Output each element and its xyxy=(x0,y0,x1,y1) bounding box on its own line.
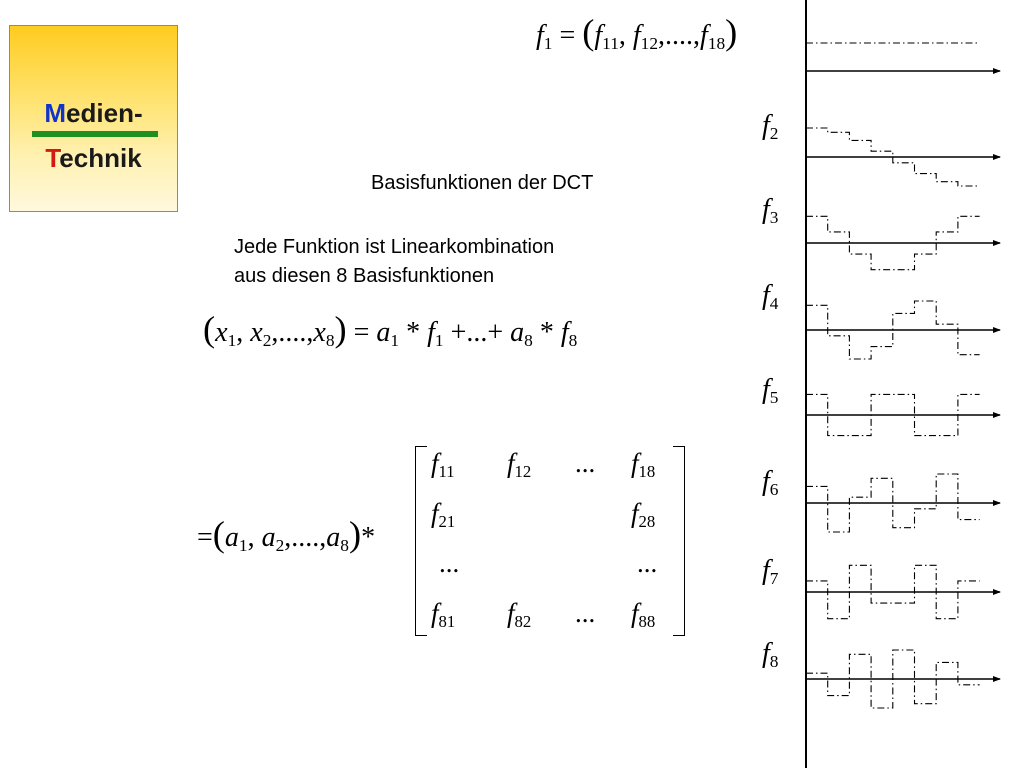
basis-label-f6: f6 xyxy=(762,466,779,500)
a-term-1: a1 xyxy=(224,522,248,556)
logo-initial-m: M xyxy=(44,98,67,128)
rhs-middle-dots: ... xyxy=(466,317,488,348)
description-line-1: Jede Funktion ist Linearkombination xyxy=(234,236,555,258)
rhs-f8: f8 xyxy=(560,317,578,351)
rhs-a1: a1 xyxy=(376,317,400,351)
basis-label-f2: f2 xyxy=(762,110,779,144)
basis-function-f2 xyxy=(806,127,980,187)
a-term-3: a8 xyxy=(326,522,349,556)
matrix-cell: f88 xyxy=(631,598,656,632)
x-ellipsis: ...., xyxy=(278,317,314,348)
logo-line-1-rest: edien- xyxy=(66,98,143,128)
basis-function-f7 xyxy=(806,564,980,620)
formula-f1-definition: f1 = (f11, f12,....,f18) xyxy=(536,12,738,54)
rhs-a8: a8 xyxy=(510,317,533,351)
basis-label-f3: f3 xyxy=(762,194,779,228)
matrix-cell: f21 xyxy=(431,498,456,532)
f1-equals: = xyxy=(559,20,576,51)
matrix-cell: f81 xyxy=(431,598,456,632)
f1-lhs: f1 xyxy=(536,20,553,54)
a-ellipsis: ...., xyxy=(291,522,327,553)
matrix-cell: f82 xyxy=(507,598,532,632)
slide-description: Jede Funktion ist Linearkombination aus … xyxy=(234,233,554,291)
rhs-f1: f1 xyxy=(427,317,444,351)
product-star: * xyxy=(361,522,376,553)
formula-matrix-product: =(a1, a2,....,a8)* xyxy=(197,514,376,556)
logo-line-2: Technik xyxy=(10,145,177,171)
f1-term-1: f11 xyxy=(594,20,619,54)
matrix-cell-dots: ... xyxy=(575,448,596,478)
f1-term-2: f12 xyxy=(632,20,659,54)
f1-term-3: f18 xyxy=(700,20,726,54)
basis-label-f8: f8 xyxy=(762,638,779,672)
baselines xyxy=(806,68,1001,682)
logo-initial-t: T xyxy=(45,143,60,173)
a-term-2: a2 xyxy=(261,522,285,556)
f1-ellipsis: ...., xyxy=(665,20,701,51)
comb-equals: = xyxy=(353,317,370,348)
matrix-cell: f28 xyxy=(631,498,656,532)
matrix-cell-dots: ... xyxy=(637,548,658,578)
x-term-2: x2 xyxy=(250,317,272,351)
x-term-3: x8 xyxy=(313,317,335,351)
matrix-cell: f12 xyxy=(507,448,532,482)
basis-function-f5 xyxy=(806,393,980,437)
matrix-cell-dots: ... xyxy=(575,598,596,628)
matrix-right-bracket xyxy=(673,446,685,636)
f1-open-paren: ( xyxy=(582,12,595,52)
matrix-left-bracket xyxy=(415,446,427,636)
logo-green-bar xyxy=(32,131,158,137)
logo-line-1: Medien- xyxy=(10,100,177,126)
basis-label-f5: f5 xyxy=(762,374,779,408)
basis-function-f4 xyxy=(806,300,980,360)
basis-function-f8 xyxy=(806,649,980,709)
matrix-cell: f18 xyxy=(631,448,656,482)
basis-function-f3 xyxy=(806,215,980,271)
slide-heading: Basisfunktionen der DCT xyxy=(371,172,594,194)
medien-technik-logo: Medien- Technik xyxy=(9,25,178,212)
f1-close-paren: ) xyxy=(725,12,738,52)
basis-label-f7: f7 xyxy=(762,555,779,589)
description-line-2: aus diesen 8 Basisfunktionen xyxy=(234,265,495,287)
x-term-1: x1 xyxy=(215,317,237,351)
matrix-cell: f11 xyxy=(431,448,455,482)
logo-line-2-rest: echnik xyxy=(59,143,142,173)
matrix-cell-dots: ... xyxy=(439,548,460,578)
formula-linear-combination: (x1, x2,....,x8) = a1 * f1 +...+ a8 * f8 xyxy=(203,309,578,351)
basis-function-f6 xyxy=(806,473,980,533)
dct-matrix: f11 f12 ... f18 f21 f28 ... ... f81 f82 … xyxy=(415,446,685,638)
basis-label-f4: f4 xyxy=(762,280,779,314)
basis-curves xyxy=(806,42,980,709)
